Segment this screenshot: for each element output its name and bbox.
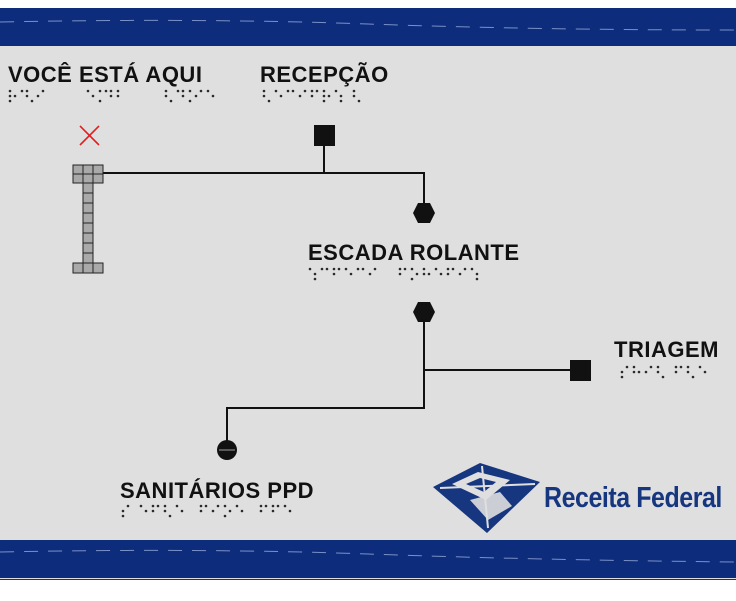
escalator-label: ESCADA ROLANTE	[308, 240, 520, 265]
escalator-braille	[308, 267, 479, 281]
x-cross-icon	[79, 125, 100, 146]
brand-name: Receita Federal	[544, 482, 722, 514]
sign-plate	[0, 8, 736, 580]
route-lines	[103, 146, 580, 450]
receita-federal-emblem-icon	[433, 463, 540, 533]
reception-label: RECEPÇÃO	[260, 62, 389, 87]
triage-braille	[620, 365, 707, 379]
top-band	[0, 8, 736, 46]
triage-square-marker-icon	[570, 360, 591, 381]
you-are-here-label: VOCÊ ESTÁ AQUI	[8, 62, 203, 87]
you-are-here-braille	[8, 89, 215, 103]
reception-braille	[262, 89, 361, 103]
restrooms-label: SANITÁRIOS PPD	[120, 478, 315, 503]
escalator-upper-hexagon-icon	[413, 203, 435, 223]
restrooms-braille	[121, 504, 292, 518]
triage-label: TRIAGEM	[614, 337, 719, 362]
reception-square-marker-icon	[314, 125, 335, 146]
restroom-circle-marker-icon	[217, 440, 237, 460]
escalator-lower-hexagon-icon	[413, 302, 435, 322]
bottom-band	[0, 540, 736, 578]
stair-ladder-icon	[72, 164, 104, 274]
